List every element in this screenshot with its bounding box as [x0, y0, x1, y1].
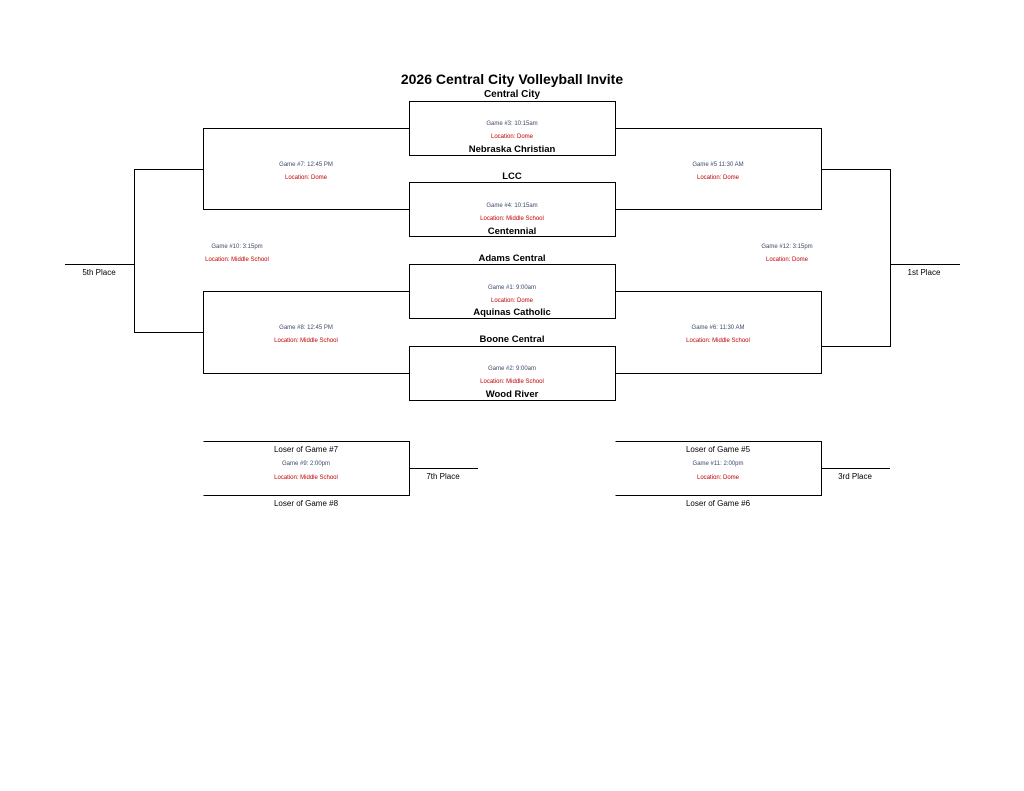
game-3-location: Location: Dome — [490, 134, 534, 140]
game-2-time: Game #2: 9:00am — [487, 366, 537, 372]
game-5-location: Location: Dome — [696, 175, 740, 181]
game-4-location: Location: Middle School — [480, 216, 544, 222]
game-6-time: Game #6: 11:30 AM — [691, 325, 745, 331]
game-7-location: Location: Dome — [284, 175, 328, 181]
game-5-bracket — [615, 128, 822, 210]
game-12-location: Location: Dome — [765, 257, 809, 263]
game-12-time: Game #12: 3:15pm — [761, 244, 813, 250]
game-11-time: Game #11: 2:00pm — [692, 461, 744, 467]
third-place-label: 3rd Place — [838, 472, 872, 481]
loser-game-6: Loser of Game #6 — [685, 499, 751, 508]
game-3-time: Game #3: 10:15am — [486, 121, 538, 127]
game-6-bracket — [615, 291, 822, 374]
team-lcc: LCC — [502, 171, 522, 182]
team-nebraska-christian: Nebraska Christian — [468, 144, 556, 155]
team-boone-central: Boone Central — [479, 334, 545, 345]
game-6-location: Location: Middle School — [686, 338, 750, 344]
team-aquinas-catholic: Aquinas Catholic — [473, 307, 551, 318]
loser-game-7: Loser of Game #7 — [273, 445, 339, 454]
team-centennial: Centennial — [487, 226, 537, 237]
game-7-time: Game #7: 12:45 PM — [279, 162, 333, 168]
game-7-bracket — [203, 128, 410, 210]
game-4-time: Game #4: 10:15am — [486, 203, 538, 209]
fifth-place-label: 5th Place — [82, 268, 116, 277]
game-8-location: Location: Middle School — [274, 338, 338, 344]
game-2-location: Location: Middle School — [480, 379, 544, 385]
seventh-place-label: 7th Place — [426, 472, 460, 481]
game-10-location: Location: Middle School — [205, 257, 269, 263]
game-11-location: Location: Dome — [696, 475, 740, 481]
game-8-bracket — [203, 291, 410, 374]
game-9-time: Game #9: 2:00pm — [281, 461, 331, 467]
game-1-time: Game #1: 9:00am — [487, 285, 537, 291]
game-9-location: Location: Middle School — [274, 475, 338, 481]
team-wood-river: Wood River — [485, 389, 539, 400]
first-place-label: 1st Place — [907, 268, 941, 277]
game-1-location: Location: Dome — [490, 298, 534, 304]
game-8-time: Game #8: 12:45 PM — [279, 325, 333, 331]
game-10-bracket — [134, 169, 204, 333]
game-5-time: Game #5 11:30 AM — [692, 162, 744, 168]
page-title: 2026 Central City Volleyball Invite — [400, 71, 624, 87]
game-10-time: Game #10: 3:15pm — [211, 244, 263, 250]
loser-game-5: Loser of Game #5 — [685, 445, 751, 454]
game-12-bracket — [821, 169, 891, 347]
loser-game-8: Loser of Game #8 — [273, 499, 339, 508]
page-subtitle: Central City — [483, 89, 541, 100]
team-adams-central: Adams Central — [478, 253, 546, 264]
